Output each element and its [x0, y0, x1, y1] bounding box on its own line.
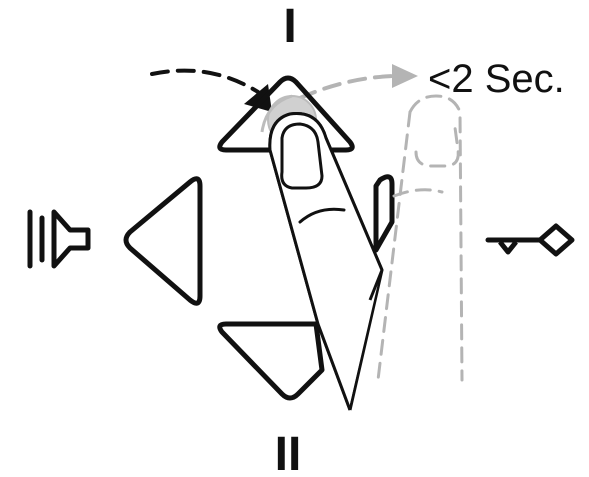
right-button[interactable] [373, 174, 395, 253]
finger-icon [268, 112, 384, 411]
touch-ring [260, 94, 293, 133]
label-bottom: II [275, 428, 302, 477]
swipe-arrowhead-grey-icon [392, 64, 418, 88]
speaker-icon [27, 209, 91, 269]
up-button[interactable] [217, 75, 355, 153]
key-icon [485, 223, 575, 257]
swipe-arc-start [150, 68, 260, 94]
swipe-arrowhead-icon [244, 84, 272, 112]
left-button[interactable] [123, 176, 203, 306]
label-top: I [283, 0, 296, 53]
ghost-finger-icon [376, 94, 464, 382]
down-button[interactable] [217, 321, 325, 401]
swipe-arc-continuation [298, 74, 402, 100]
duration-label: <2 Sec. [428, 57, 565, 101]
